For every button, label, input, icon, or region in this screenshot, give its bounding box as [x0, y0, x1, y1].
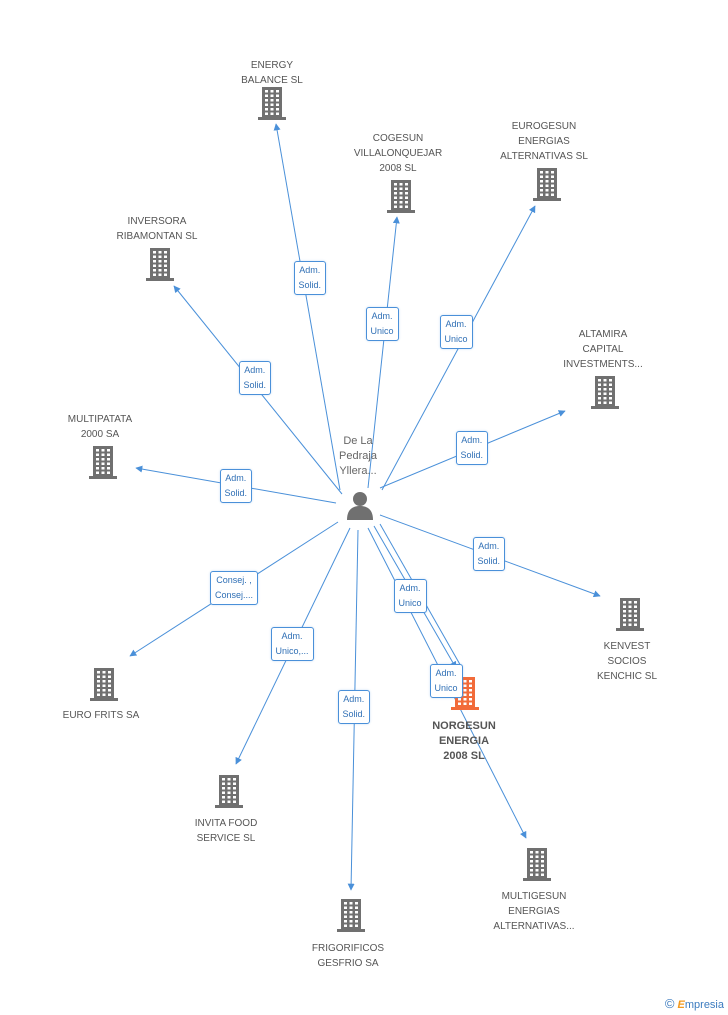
building-icon-cogesun[interactable] — [385, 178, 417, 214]
node-label-invita[interactable]: INVITA FOOD SERVICE SL — [194, 818, 258, 844]
building-icon-altamira[interactable] — [589, 374, 621, 410]
building-icon-multigesun[interactable] — [521, 846, 553, 882]
node-label-kenvest[interactable]: KENVEST SOCIOS KENCHIC SL — [596, 641, 657, 682]
node-label-multigesun[interactable]: MULTIGESUN ENERGIAS ALTERNATIVAS... — [493, 891, 575, 932]
node-label-altamira[interactable]: ALTAMIRA CAPITAL INVESTMENTS... — [563, 329, 643, 370]
node-label-multipatata[interactable]: MULTIPATATA 2000 SA — [67, 414, 133, 440]
building-icon-frigorificos[interactable] — [335, 897, 367, 933]
edge-label-norgesun[interactable]: Adm. Unico — [393, 579, 427, 613]
brand-initial: E — [677, 999, 685, 1011]
edge-line-cogesun — [367, 216, 400, 489]
node-label-frigorificos[interactable]: FRIGORIFICOS GESFRIO SA — [311, 943, 385, 969]
footer-brand: © Empresia — [665, 996, 724, 1011]
edge-line-energy — [273, 123, 341, 491]
edge-label-kenvest[interactable]: Adm. Solid. — [472, 537, 506, 571]
building-icon-eurofrits[interactable] — [88, 666, 120, 702]
center-person-label[interactable]: De La Pedraja Yllera... — [339, 435, 377, 477]
edge-label-multipatata[interactable]: Adm. Solid. — [219, 469, 253, 503]
edge-label-invita[interactable]: Adm. Unico,... — [270, 627, 314, 661]
building-icon-eurogesun[interactable] — [531, 166, 563, 202]
copyright-symbol: © — [664, 996, 675, 1011]
node-label-norgesun[interactable]: NORGESUN ENERGIA 2008 SL — [432, 720, 496, 762]
building-icon-invita[interactable] — [213, 773, 245, 809]
edge-label-cogesun[interactable]: Adm. Unico — [365, 307, 399, 341]
edge-label-frigorificos[interactable]: Adm. Solid. — [337, 690, 371, 724]
brand-name: mpresia — [684, 999, 724, 1011]
node-label-eurofrits[interactable]: EURO FRITS SA — [62, 710, 140, 721]
node-label-cogesun[interactable]: COGESUN VILLALONQUEJAR 2008 SL — [353, 133, 443, 174]
building-icon-energy[interactable] — [256, 85, 288, 121]
building-icon-inversora[interactable] — [144, 246, 176, 282]
node-label-inversora[interactable]: INVERSORA RIBAMONTAN SL — [116, 216, 198, 242]
building-icon-multipatata[interactable] — [87, 444, 119, 480]
person-icon[interactable] — [345, 490, 375, 520]
edge-label-multigesun[interactable]: Adm. Unico — [429, 664, 463, 698]
edge-label-eurogesun[interactable]: Adm. Unico — [439, 315, 473, 349]
edge-label-eurofrits[interactable]: Consej. , Consej.... — [210, 571, 259, 605]
edge-label-altamira[interactable]: Adm. Solid. — [455, 431, 489, 465]
building-icon-kenvest[interactable] — [614, 596, 646, 632]
node-label-energy[interactable]: ENERGY BALANCE SL — [241, 60, 303, 86]
edge-label-energy[interactable]: Adm. Solid. — [293, 261, 327, 295]
node-label-eurogesun[interactable]: EUROGESUN ENERGIAS ALTERNATIVAS SL — [500, 121, 588, 162]
edge-label-inversora[interactable]: Adm. Solid. — [238, 361, 272, 395]
